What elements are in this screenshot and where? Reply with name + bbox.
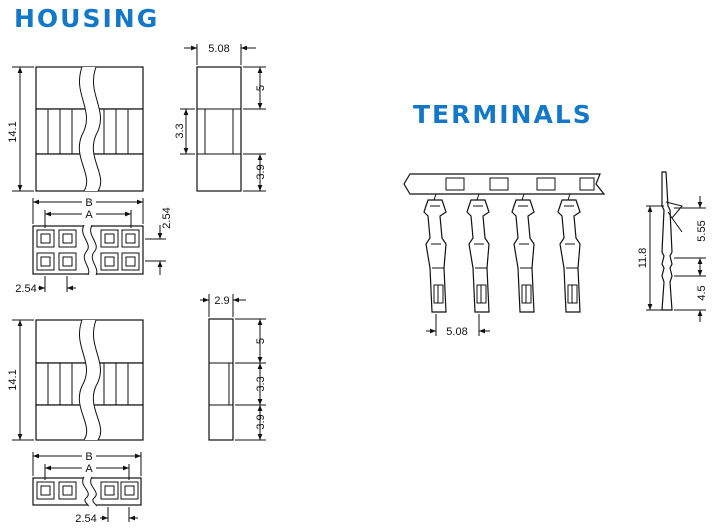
dim-term-height: 11.8 xyxy=(637,248,649,269)
terminal-carrier-strip xyxy=(403,173,606,195)
housing1-elevation: 14.1 xyxy=(7,66,144,192)
terminal-4 xyxy=(557,193,581,313)
dim-h1-side-mid: 3.3 xyxy=(174,123,186,138)
dim-term-top: 5.55 xyxy=(696,220,708,241)
dim-h2-side-mid: 3.3 xyxy=(255,376,267,391)
terminal-pitch-dimension: 5.08 xyxy=(426,314,490,338)
dim-h1-side-bottom: 3.9 xyxy=(255,164,267,179)
dim-term-pitch: 5.08 xyxy=(446,326,467,338)
dim-h1-side-top: 5 xyxy=(255,85,267,91)
housing2-plan: B A 2.54 xyxy=(32,451,142,525)
housing2-elevation: 14.1 xyxy=(7,319,144,441)
dim-h2-side-top: 5 xyxy=(255,338,267,344)
dim-h1-A: A xyxy=(85,209,93,221)
dim-h2-side-width: 2.9 xyxy=(214,295,229,307)
terminals-heading: TERMINALS xyxy=(413,100,593,129)
dim-term-bottom: 4.5 xyxy=(696,285,708,300)
terminal-2 xyxy=(466,193,490,313)
housing1-side: 5.08 5 3.9 3.3 xyxy=(174,43,267,192)
terminal-1 xyxy=(423,193,447,313)
dim-h1-front-height: 2.54 xyxy=(161,207,173,228)
housing-heading: HOUSING xyxy=(14,4,160,33)
dim-h2-B: B xyxy=(85,451,92,463)
dim-h1-side-width: 5.08 xyxy=(208,43,229,55)
dim-h2-A: A xyxy=(85,463,93,475)
dim-h2-height: 14.1 xyxy=(7,369,19,390)
terminal-3 xyxy=(511,193,535,313)
dim-h1-pitch: 2.54 xyxy=(15,283,36,295)
dim-h2-pitch: 2.54 xyxy=(75,513,96,525)
dim-h1-height: 14.1 xyxy=(7,121,19,142)
terminal-side-view: 11.8 5.55 4.5 xyxy=(637,171,708,322)
dim-h1-B: B xyxy=(85,197,92,209)
dim-h2-side-bottom: 3.9 xyxy=(255,414,267,429)
housing1-plan: B A 2.54 2.54 xyxy=(15,197,173,295)
housing2-side: 2.9 5 3.3 3.9 xyxy=(200,294,267,441)
